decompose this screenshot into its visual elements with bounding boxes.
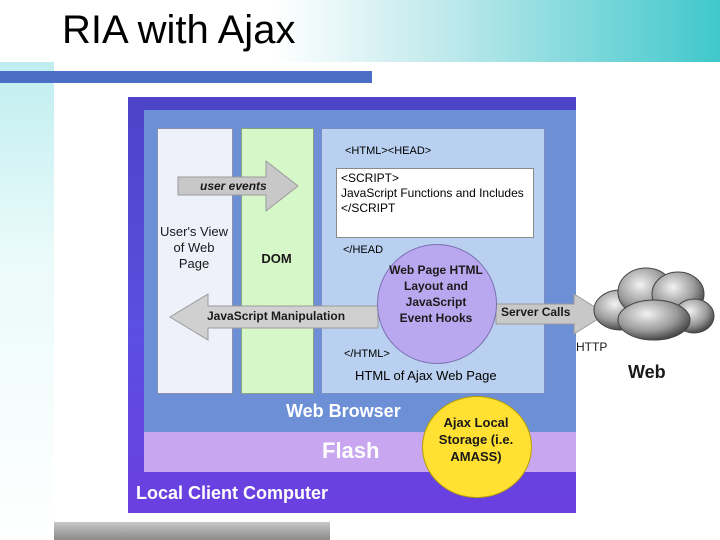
- html-head-tag: <HTML><HEAD>: [345, 145, 432, 157]
- user-events-arrow: [177, 159, 299, 213]
- left-gradient-band: [0, 62, 54, 540]
- dom-label: DOM: [261, 251, 292, 266]
- slide-title: RIA with Ajax: [62, 8, 296, 52]
- end-head-tag: </HEAD: [343, 244, 384, 256]
- script-block: [336, 168, 534, 238]
- end-html-tag: </HTML>: [344, 348, 390, 360]
- local-storage-label: Ajax Local Storage (i.e. AMASS): [438, 415, 514, 464]
- script-text: <SCRIPT> JavaScript Functions and Includ…: [341, 171, 524, 215]
- server-calls-label: Server Calls: [501, 305, 571, 319]
- local-client-label: Local Client Computer: [136, 483, 329, 503]
- cloud-icon: [593, 267, 715, 341]
- event-hooks-label: Web Page HTML Layout and JavaScript Even…: [389, 263, 483, 325]
- user-events-label: user events: [200, 179, 267, 193]
- header-gradient-band: [0, 0, 720, 62]
- local-storage-circle: [422, 396, 532, 498]
- js-manipulation-label: JavaScript Manipulation: [207, 309, 346, 323]
- users-view-label: User's View of Web Page: [160, 224, 228, 271]
- html-of-ajax-page-label: HTML of Ajax Web Page: [355, 368, 497, 383]
- http-label: HTTP: [576, 340, 608, 354]
- footer-bar: [54, 522, 330, 540]
- flash-label: Flash: [322, 438, 380, 463]
- web-browser-label: Web Browser: [286, 401, 401, 421]
- web-label: Web: [628, 362, 666, 382]
- server-calls-arrow: [495, 293, 607, 335]
- title-underline: [0, 71, 372, 83]
- event-hooks-circle: [377, 244, 497, 364]
- users-view-column: [157, 128, 233, 394]
